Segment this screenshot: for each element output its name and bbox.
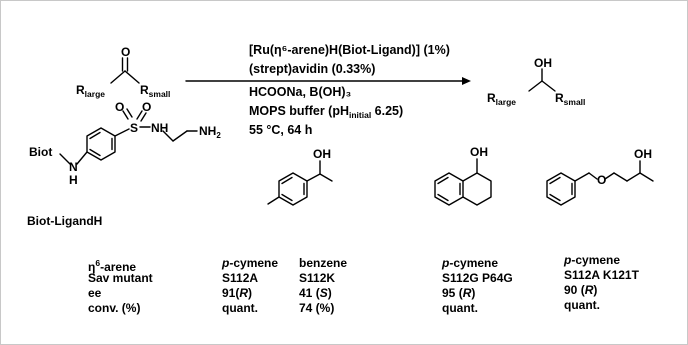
product-3-ether-o-label: O xyxy=(597,173,606,187)
row-label-conv: conv. (%) xyxy=(88,301,141,315)
entry-1-ee: 91(R) xyxy=(222,286,253,300)
condition-reagents: HCOONa, B(OH)₃ xyxy=(249,85,352,99)
product-hydroxyl-label: OH xyxy=(534,56,552,70)
row-label-arene: η6-arene xyxy=(88,258,137,274)
sulfonyl-o1-label: O xyxy=(115,100,124,114)
product-1-structure xyxy=(267,160,333,206)
entry-4-ee: 90 (R) xyxy=(564,283,598,297)
sulfur-label: S xyxy=(130,121,138,135)
entry-1-arene: p-cymene xyxy=(222,256,279,270)
product-r-large: Rlarge xyxy=(487,91,516,107)
condition-buffer: MOPS buffer (pHinitial 6.25) xyxy=(249,104,404,120)
product-3-structure xyxy=(546,160,654,206)
sulfonamide-nh-label: NH xyxy=(151,121,168,135)
biot-label: Biot xyxy=(29,145,52,159)
entry-1: p-cymene S112A 91(R) quant. xyxy=(222,256,278,316)
entry-2-conv: 74 (%) xyxy=(299,301,335,315)
condition-catalyst: [Ru(η⁶-arene)H(Biot-Ligand)] (1%) xyxy=(249,43,450,57)
entry-2-mutant: S112K xyxy=(299,271,336,285)
entry-3-arene: p-cymene xyxy=(442,256,499,270)
entry-4-arene: p-cymene xyxy=(564,253,621,267)
ligand-name: Biot-LigandH xyxy=(27,214,103,228)
substrate-r-large: Rlarge xyxy=(76,83,105,99)
product-alcohol xyxy=(528,68,556,92)
entry-3-ee: 95 (R) xyxy=(442,286,476,300)
product-1-oh-label: OH xyxy=(313,147,331,161)
condition-temperature-time: 55 °C, 64 h xyxy=(249,123,313,137)
entry-3: p-cymene S112G P64G 95 (R) quant. xyxy=(442,256,513,316)
entry-4: p-cymene S112A K121T 90 (R) quant. xyxy=(564,253,639,313)
product-2-structure xyxy=(434,158,492,206)
entry-2: benzene S112K 41 (S) 74 (%) xyxy=(299,256,347,316)
entry-2-ee: 41 (S) xyxy=(299,286,332,300)
substrate-r-small: Rsmall xyxy=(140,83,171,99)
amine-h-label: H xyxy=(69,173,78,187)
sulfonyl-o2-label: O xyxy=(142,100,151,114)
entry-4-conv: quant. xyxy=(564,298,600,312)
entry-2-arene: benzene xyxy=(299,256,348,270)
condition-protein: (strept)avidin (0.33%) xyxy=(249,62,376,76)
row-labels: η6-arene Sav mutant ee conv. (%) xyxy=(88,256,153,316)
product-3-oh-label: OH xyxy=(634,147,652,161)
substrate-ketone xyxy=(110,57,140,84)
row-label-mutant: Sav mutant xyxy=(88,271,153,285)
entry-1-conv: quant. xyxy=(222,301,258,315)
terminal-nh2-label: NH2 xyxy=(199,124,221,140)
ketone-oxygen-label: O xyxy=(121,45,130,59)
biot-ligand-structure xyxy=(59,108,198,165)
product-r-small: Rsmall xyxy=(555,91,586,107)
entry-4-mutant: S112A K121T xyxy=(564,268,639,282)
row-label-ee: ee xyxy=(88,286,102,300)
reaction-arrow xyxy=(185,77,471,85)
entry-3-mutant: S112G P64G xyxy=(442,271,513,285)
amine-n-label: N xyxy=(69,160,78,174)
product-2-oh-label: OH xyxy=(470,145,488,159)
entry-3-conv: quant. xyxy=(442,301,478,315)
entry-1-mutant: S112A xyxy=(222,271,259,285)
